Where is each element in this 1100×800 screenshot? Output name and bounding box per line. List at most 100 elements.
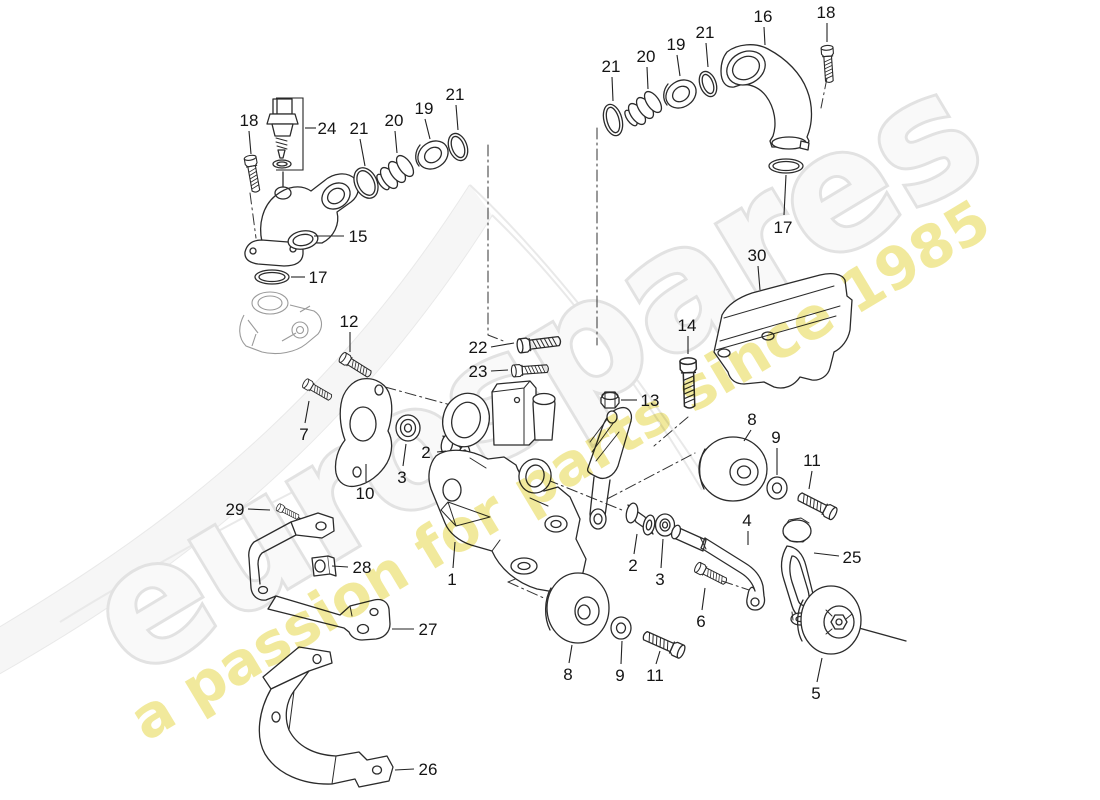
part-callout-22: 22 <box>469 338 488 357</box>
part-15-housing <box>244 171 360 267</box>
callout-leader-3 <box>402 443 407 467</box>
callout-leader-21 <box>705 42 709 68</box>
callout-leader-3 <box>660 538 664 569</box>
part-callout-5: 5 <box>811 684 820 703</box>
part-callout-3: 3 <box>655 570 664 589</box>
part-21-seal-ring <box>602 103 624 137</box>
part-callout-8: 8 <box>563 665 572 684</box>
part-9-washer <box>610 616 632 640</box>
part-3-seal <box>654 513 676 537</box>
part-16-elbow-pipe <box>720 44 813 151</box>
callout-leader-1 <box>452 541 456 569</box>
callout-leader-21 <box>359 138 366 167</box>
part-27-bracket <box>248 512 391 641</box>
part-21-seal-ring <box>353 167 379 199</box>
callout-leader-19 <box>424 118 431 140</box>
part-callout-24: 24 <box>318 119 337 138</box>
part-callout-18: 18 <box>817 3 836 22</box>
part-callout-12: 12 <box>340 312 359 331</box>
callout-leader-11 <box>808 470 813 490</box>
part-callout-20: 20 <box>385 111 404 130</box>
callout-leader-2 <box>436 450 447 453</box>
part-callout-9: 9 <box>771 428 780 447</box>
callout-leader-16 <box>763 26 766 46</box>
part-19-connector <box>415 140 449 170</box>
part-callout-18: 18 <box>240 111 259 130</box>
swoosh-background <box>0 184 703 675</box>
part-30-shield <box>713 273 853 389</box>
callout-leader-6 <box>701 587 706 611</box>
callout-leader-7 <box>304 400 310 424</box>
callout-leader-25 <box>813 552 840 557</box>
part-28-clip-nut <box>311 555 337 577</box>
part-19-connector <box>663 79 697 109</box>
callout-leader-21 <box>611 76 614 102</box>
callout-leader-5 <box>816 657 823 683</box>
callout-leader-8 <box>743 429 752 442</box>
part-20-connector <box>376 154 415 191</box>
callout-leader-19 <box>676 54 681 77</box>
part-20-connector <box>624 90 663 127</box>
part-3-seal <box>395 414 421 442</box>
part-callout-3: 3 <box>397 468 406 487</box>
part-callout-17: 17 <box>309 268 328 287</box>
part-callout-17: 17 <box>774 218 793 237</box>
callout-leader-28 <box>331 565 349 568</box>
part-callout-2: 2 <box>628 556 637 575</box>
callout-brackets <box>276 97 304 171</box>
part-13-nut <box>600 391 620 409</box>
part-11-bolt <box>795 489 840 522</box>
part-callout-2: 2 <box>421 443 430 462</box>
callout-leader-11 <box>655 650 661 665</box>
part-callout-30: 30 <box>748 246 767 265</box>
callout-leader-20 <box>394 130 398 154</box>
part-8-roller <box>698 436 768 502</box>
part-callout-21: 21 <box>446 85 465 104</box>
part-callout-4: 4 <box>742 511 751 530</box>
part-callout-25: 25 <box>843 548 862 567</box>
part-callout-20: 20 <box>637 47 656 66</box>
part-callout-7: 7 <box>299 425 308 444</box>
part-callout-1: 1 <box>447 570 456 589</box>
part-callout-21: 21 <box>602 57 621 76</box>
part-21-seal-ring <box>447 132 469 162</box>
part-callout-11: 11 <box>803 451 821 470</box>
part-callout-10: 10 <box>356 484 375 503</box>
callout-leader-2 <box>633 533 638 555</box>
callout-leader-29 <box>247 508 271 511</box>
part-callout-6: 6 <box>696 612 705 631</box>
part-callout-19: 19 <box>667 35 686 54</box>
part-callout-14: 14 <box>678 316 697 335</box>
part-8-roller <box>544 572 610 644</box>
diagram-artwork <box>243 44 907 788</box>
part-18-bolt <box>243 153 263 194</box>
part-18-bolt <box>820 44 836 84</box>
part-callout-27: 27 <box>419 620 438 639</box>
part-callout-15: 15 <box>349 227 368 246</box>
engine-reference-icon <box>239 291 323 355</box>
part-callout-19: 19 <box>415 99 434 118</box>
part-17-o-ring <box>254 269 290 285</box>
part-callout-21: 21 <box>696 23 715 42</box>
callout-leader-9 <box>620 640 623 665</box>
callout-leader-17 <box>783 174 787 216</box>
part-2-bushing <box>625 502 656 536</box>
part-4-rod <box>670 524 766 611</box>
part-callout-21: 21 <box>350 119 369 138</box>
part-callout-13: 13 <box>641 391 660 410</box>
part-callout-26: 26 <box>419 760 438 779</box>
callout-leader-26 <box>394 768 415 771</box>
part-11-bolt <box>640 627 688 660</box>
part-callout-28: 28 <box>353 558 372 577</box>
callout-leader-8 <box>568 644 573 664</box>
callout-bracket-24 <box>276 97 304 171</box>
part-9-washer <box>766 476 788 500</box>
part-21-seal-ring <box>698 70 718 98</box>
part-5-roller <box>796 585 862 655</box>
callout-leader-21 <box>455 104 459 131</box>
part-10-cover-plate <box>334 378 393 488</box>
callout-leader-18 <box>248 130 252 155</box>
callout-leader-30 <box>757 265 761 291</box>
